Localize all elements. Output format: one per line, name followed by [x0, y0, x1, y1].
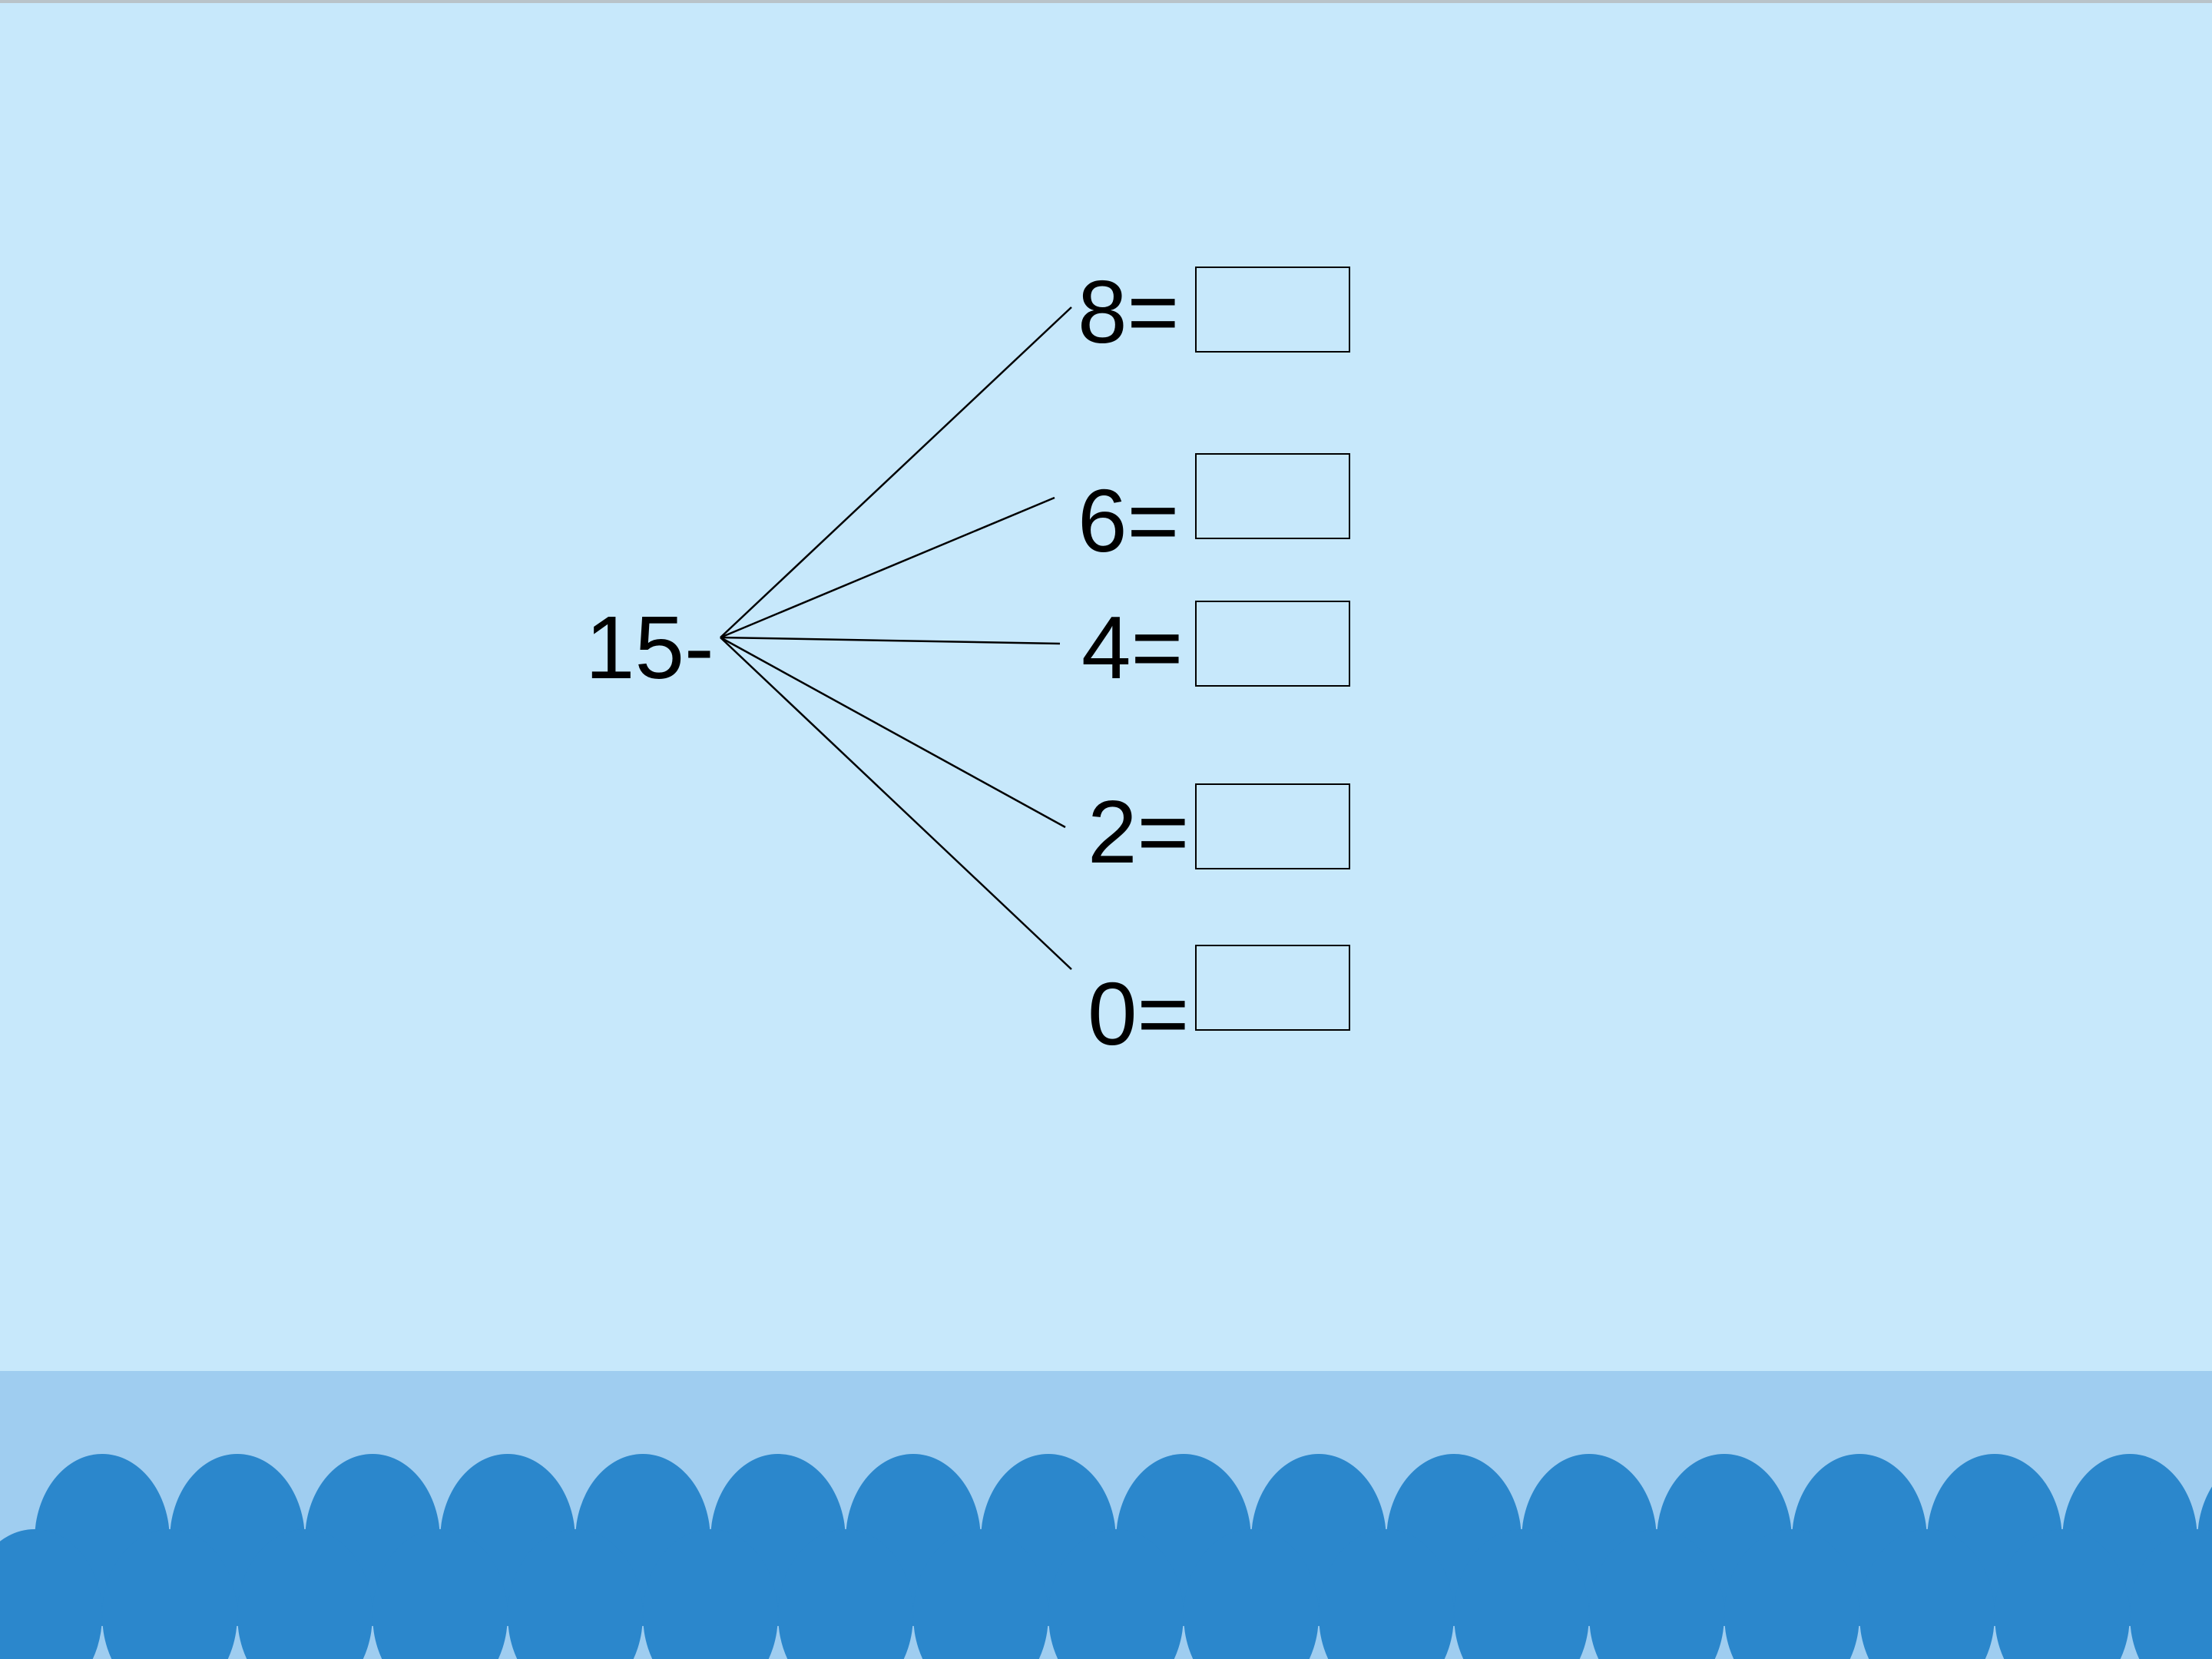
wave-scallop — [1184, 1529, 1319, 1659]
wave-scallop — [913, 1529, 1048, 1659]
wave-scallop — [508, 1529, 643, 1659]
answer-box-4[interactable] — [1195, 601, 1350, 687]
wave-scallop — [102, 1529, 237, 1659]
wave-scallop — [1319, 1529, 1454, 1659]
wave-scallop — [2130, 1529, 2212, 1659]
expression-0: 0= — [1088, 964, 1190, 1064]
expression-8: 8= — [1078, 262, 1180, 362]
wave-scallop — [1589, 1529, 1724, 1659]
top-border — [0, 0, 2212, 3]
minuend-label: 15- — [585, 598, 714, 697]
expression-4: 4= — [1081, 598, 1184, 697]
wave-scallop — [0, 1529, 102, 1659]
wave-scallop — [1454, 1529, 1589, 1659]
answer-box-6[interactable] — [1195, 453, 1350, 539]
connector-line-0 — [720, 637, 1072, 970]
wave-scallop — [237, 1529, 373, 1659]
connector-line-6 — [720, 496, 1055, 639]
wave-scallop — [373, 1529, 508, 1659]
wave-scallop — [643, 1529, 778, 1659]
wave-scallop — [1995, 1529, 2130, 1659]
wave-scallop — [1859, 1529, 1995, 1659]
answer-box-2[interactable] — [1195, 783, 1350, 869]
wave-scallop — [1724, 1529, 1859, 1659]
connector-line-8 — [720, 306, 1072, 638]
expression-2: 2= — [1088, 782, 1190, 882]
connector-line-2 — [720, 636, 1066, 829]
connector-line-4 — [720, 636, 1061, 645]
expression-6: 6= — [1078, 471, 1180, 571]
wave-decoration — [0, 1454, 2212, 1659]
wave-scallop — [1048, 1529, 1184, 1659]
wave-scallop — [778, 1529, 913, 1659]
answer-box-0[interactable] — [1195, 945, 1350, 1031]
answer-box-8[interactable] — [1195, 267, 1350, 353]
